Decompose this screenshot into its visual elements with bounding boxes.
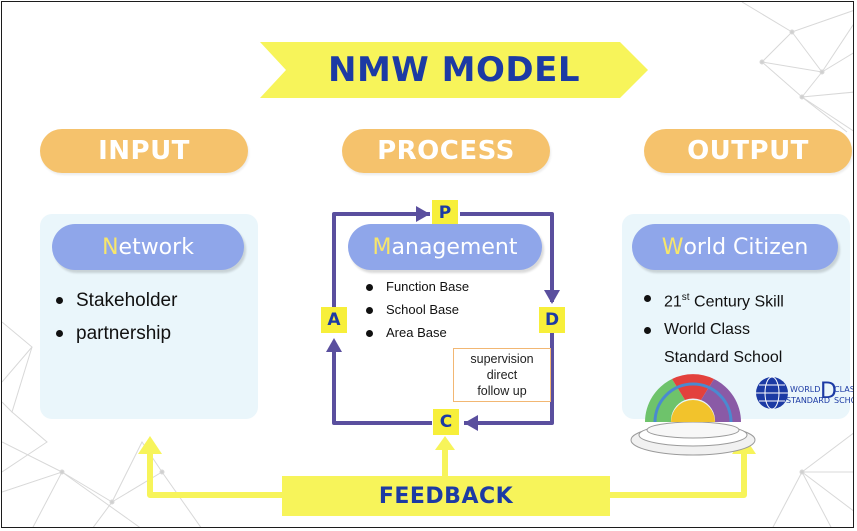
cycle-arrow-down: [544, 290, 560, 304]
feedback-bar: FEEDBACK: [282, 476, 610, 516]
arrow-to-process: [435, 436, 455, 450]
list-item: School Base: [364, 298, 469, 321]
list-item-21st-century: 21st Century Skill: [642, 284, 784, 316]
network-heading-initial: N: [102, 234, 119, 260]
logo-d-letter: D: [820, 379, 837, 404]
act-letter: A: [321, 307, 347, 333]
cycle-arrow-up: [326, 338, 342, 352]
world-citizen-heading-rest: orld Citizen: [683, 234, 809, 260]
plan-letter: P: [432, 200, 458, 226]
logo-standard-text: STANDARD: [786, 396, 831, 405]
input-list: Stakeholder partnership: [54, 284, 177, 350]
do-letter: D: [539, 307, 565, 333]
network-heading-rest: etwork: [118, 234, 194, 260]
skill-text: Century Skill: [689, 293, 784, 311]
note-line: direct: [486, 368, 518, 382]
list-item: Area Base: [364, 321, 469, 344]
list-item: Function Base: [364, 275, 469, 298]
process-list: Function Base School Base Area Base: [364, 275, 469, 344]
input-header: INPUT: [40, 129, 248, 173]
arrow-to-input: [138, 436, 162, 454]
skill-number: 21: [664, 293, 682, 311]
note-line: follow up: [477, 384, 527, 398]
skill-suffix: st: [681, 292, 690, 303]
list-item: Stakeholder: [54, 284, 177, 317]
logo-class-text: CLASS: [834, 385, 853, 394]
note-line: supervision: [470, 352, 534, 366]
list-item-continuation: Standard School: [664, 349, 783, 367]
output-list: 21st Century Skill World Class Standard …: [642, 284, 784, 372]
logo-school-text: SCHOOL: [834, 396, 853, 405]
logo-world-text: WORLD: [790, 385, 821, 394]
page-title: NMW MODEL: [328, 50, 580, 90]
cycle-arrow-left: [464, 415, 478, 431]
world-citizen-heading-initial: W: [661, 234, 684, 260]
list-item-world-class: World Class: [642, 316, 784, 344]
supervision-note: supervision direct follow up: [453, 348, 551, 402]
cycle-arrow-right: [416, 206, 430, 222]
management-heading-rest: anagement: [391, 234, 518, 260]
list-item: partnership: [54, 317, 177, 350]
check-letter: C: [433, 409, 459, 435]
management-heading-initial: M: [372, 234, 392, 260]
title-banner: NMW MODEL: [260, 42, 648, 98]
process-header: PROCESS: [342, 129, 550, 173]
banner-shape: [260, 42, 648, 98]
output-header: OUTPUT: [644, 129, 852, 173]
